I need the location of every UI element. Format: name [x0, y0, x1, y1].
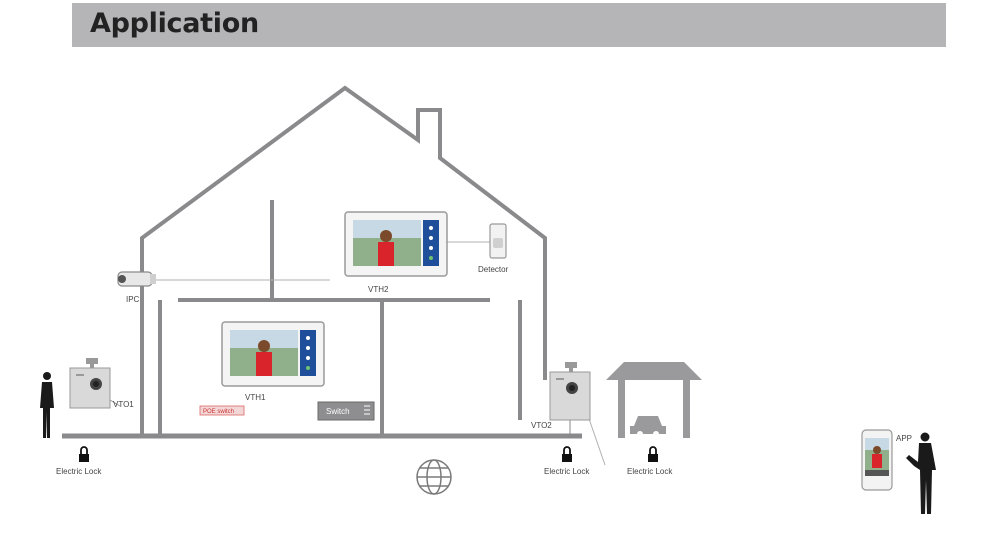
red-tag: POE switch [199, 405, 245, 416]
person-icon [906, 432, 936, 514]
section-title: Application [90, 8, 259, 39]
monitor-vth2: VTH2 [344, 211, 448, 294]
vto2-label: VTO2 [531, 421, 552, 430]
red-tag-label: POE switch [203, 409, 234, 415]
monitor-vth1: VTH1 [221, 321, 325, 402]
door-station-vto1: VTO1 [69, 358, 134, 409]
house-outline [140, 85, 547, 438]
lock-icon [79, 446, 89, 462]
switch: Switch [317, 401, 375, 421]
lock-right-label: Electric Lock [544, 467, 590, 476]
lock-left-label: Electric Lock [56, 467, 102, 476]
lock-icon [648, 446, 658, 462]
car-icon [630, 416, 666, 437]
door-station-vto2: VTO2 [531, 362, 591, 438]
camera-icon [117, 271, 156, 287]
detector-label: Detector [478, 265, 509, 274]
ipc-camera: IPC [117, 271, 156, 304]
monitor-vth1-label: VTH1 [245, 393, 266, 402]
switch-label: Switch [326, 407, 350, 416]
monitor-vth2-label: VTH2 [368, 285, 389, 294]
carport [606, 362, 702, 438]
lock-garage: Electric Lock [627, 446, 673, 476]
app-label: APP [896, 434, 912, 443]
detector: Detector [478, 223, 509, 274]
lock-icon [562, 446, 572, 462]
house-interior-walls [158, 200, 522, 438]
person-icon [40, 372, 54, 438]
lock-garage-label: Electric Lock [627, 467, 673, 476]
phone-app: APP [861, 429, 912, 491]
section-header-bar: Application [72, 3, 946, 47]
lock-left: Electric Lock [56, 446, 102, 476]
phone-icon [861, 429, 893, 491]
lock-right: Electric Lock [544, 446, 590, 476]
globe-icon [416, 459, 452, 495]
vto1-label: VTO1 [113, 400, 134, 409]
camera-label: IPC [126, 295, 140, 304]
switch-icon [317, 401, 375, 421]
